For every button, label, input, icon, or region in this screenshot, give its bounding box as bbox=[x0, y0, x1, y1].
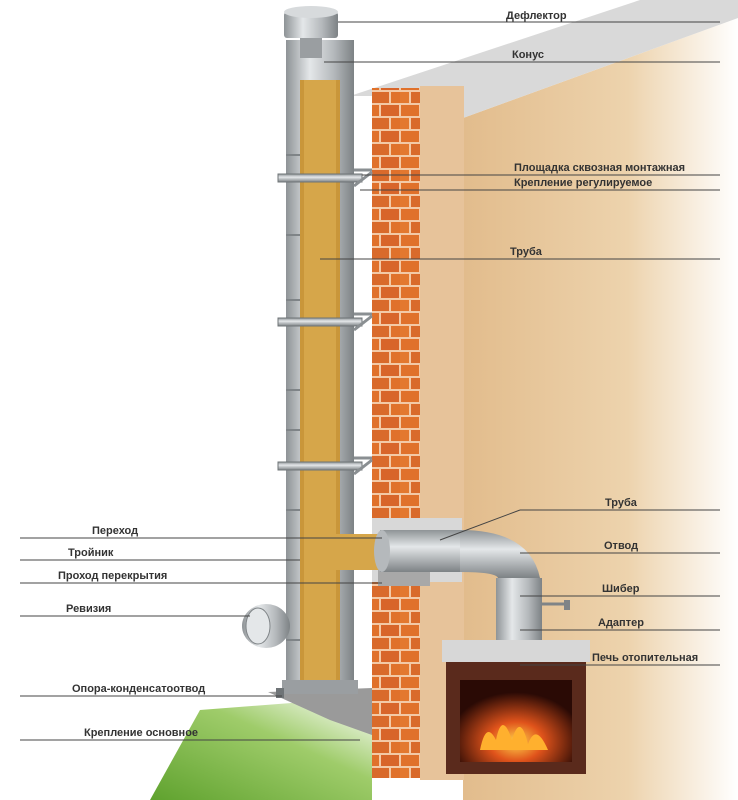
label-ceiling-pass: Проход перекрытия bbox=[58, 570, 168, 582]
condensate-support bbox=[282, 680, 358, 694]
label-bracket-adjustable: Крепление регулируемое bbox=[514, 177, 653, 189]
ground-plate bbox=[268, 688, 372, 735]
grass bbox=[150, 700, 372, 800]
label-adapter: Адаптер bbox=[598, 617, 644, 629]
brick-column-upper bbox=[372, 88, 420, 518]
label-platform: Площадка сквозная монтажная bbox=[514, 162, 686, 174]
deflector bbox=[284, 12, 338, 38]
label-stove: Печь отопительная bbox=[592, 652, 699, 664]
label-elbow: Отвод bbox=[604, 540, 639, 552]
label-deflector: Дефлектор bbox=[506, 10, 567, 22]
label-revision: Ревизия bbox=[66, 603, 112, 615]
label-tee: Тройник bbox=[68, 547, 114, 559]
label-pipe-top: Труба bbox=[510, 246, 542, 258]
label-damper: Шибер bbox=[602, 583, 640, 595]
elbow bbox=[460, 530, 540, 578]
label-main-bracket: Крепление основное bbox=[84, 727, 199, 739]
label-cone: Конус bbox=[512, 49, 545, 61]
label-pipe-side: Труба bbox=[605, 497, 637, 509]
brick-column-lower bbox=[372, 582, 420, 778]
tee-insulation bbox=[322, 534, 382, 570]
label-condensate-support: Опора-конденсатоотвод bbox=[72, 683, 206, 695]
label-transition: Переход bbox=[92, 525, 139, 537]
stove-top bbox=[442, 640, 590, 662]
